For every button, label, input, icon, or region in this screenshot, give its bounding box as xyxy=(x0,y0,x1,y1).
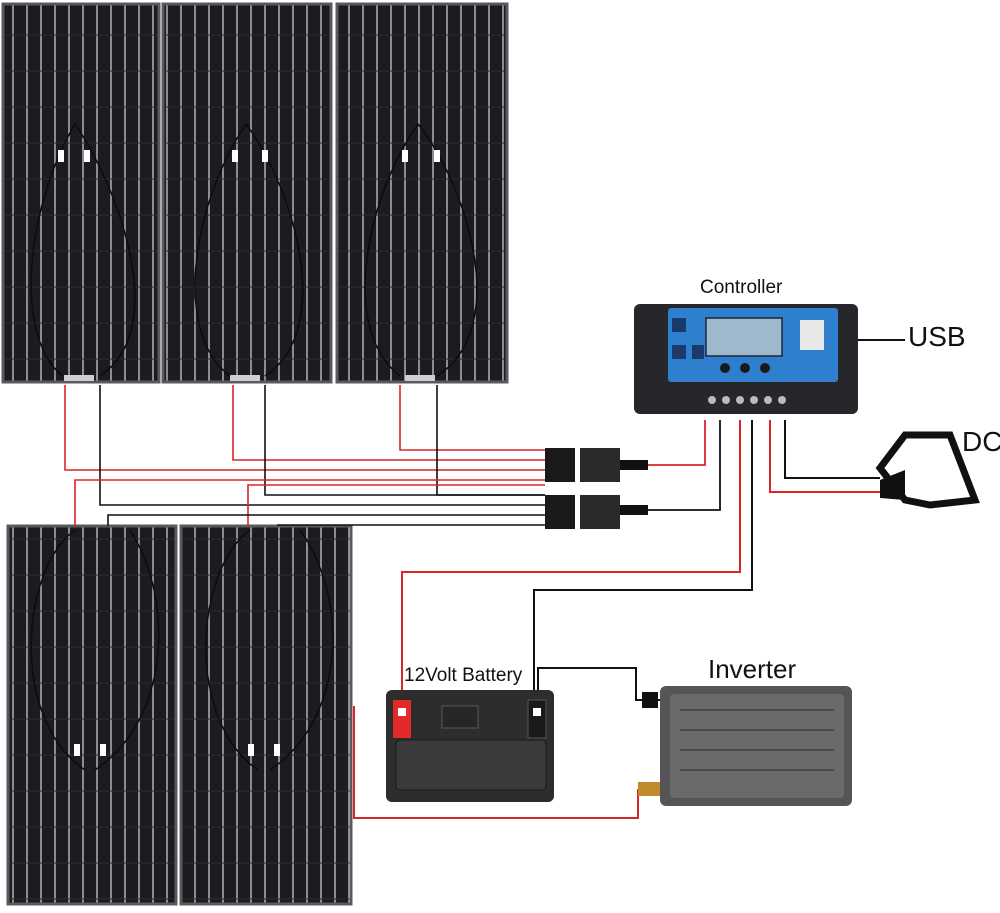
charge-controller xyxy=(634,304,858,414)
battery-label: 12Volt Battery xyxy=(404,665,523,686)
usb-label: USB xyxy=(908,321,966,352)
solar-panel-1 xyxy=(1,2,161,384)
solar-panel-4 xyxy=(6,524,178,906)
battery-wiring xyxy=(401,420,753,706)
panel-wiring xyxy=(64,385,545,526)
controller-label: Controller xyxy=(700,277,783,298)
inverter-label: Inverter xyxy=(708,654,797,684)
battery xyxy=(386,690,554,802)
dc-lamp-device xyxy=(875,431,980,509)
solar-panel-3 xyxy=(335,2,509,384)
controller-input-wiring xyxy=(648,420,721,511)
dc-load-wiring xyxy=(769,420,880,493)
inverter xyxy=(638,686,852,806)
solar-panel-2 xyxy=(161,2,333,384)
controller-terminals xyxy=(708,396,786,404)
solar-panel-5 xyxy=(179,524,353,906)
mc4-connector-negative xyxy=(545,495,648,529)
dc-label: DC xyxy=(962,426,1000,457)
mc4-connector-positive xyxy=(545,448,648,482)
